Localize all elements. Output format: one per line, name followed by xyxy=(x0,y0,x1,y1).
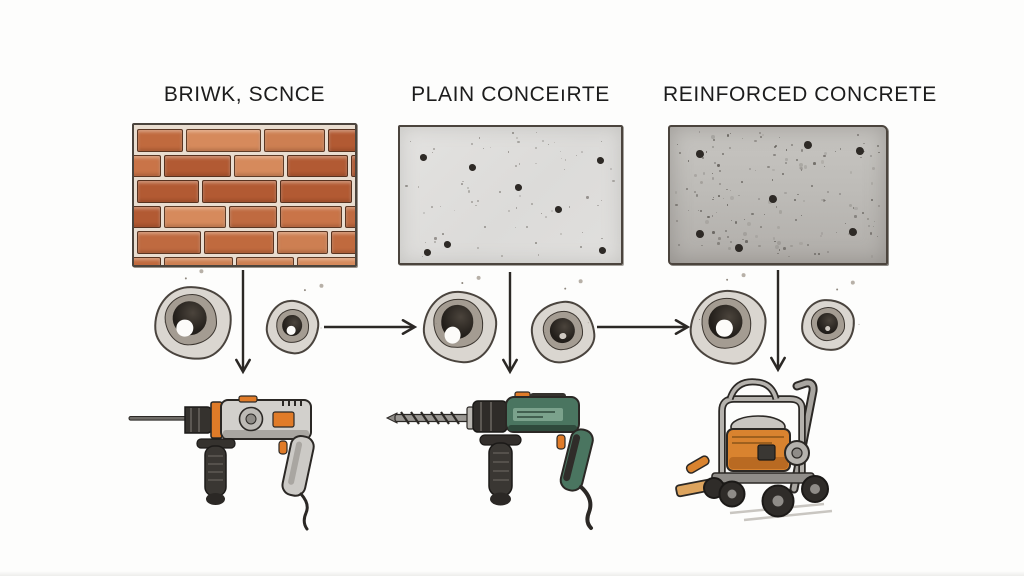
hole-reinforced-large xyxy=(686,286,770,368)
label-plain-concrete: PLAIN CONCEıRTE xyxy=(411,83,610,106)
green-drill-illustration xyxy=(385,391,594,530)
hole-reinforced-small xyxy=(799,297,857,353)
hole-plain-small xyxy=(528,298,598,366)
reinforced-concrete-illustration xyxy=(668,125,888,265)
hammer-drill-illustration xyxy=(128,395,315,531)
hole-brick-small xyxy=(263,297,322,357)
label-reinforced-concrete: REINFORCED CONCRETE xyxy=(663,83,937,106)
brick-wall-illustration xyxy=(132,123,357,267)
hole-brick-large xyxy=(151,283,235,363)
plain-concrete-illustration xyxy=(398,125,623,265)
engine-cart-illustration xyxy=(675,378,833,522)
label-brick-stone: BRIWK, SCNCE xyxy=(163,83,326,106)
hole-plain-large xyxy=(421,289,499,365)
